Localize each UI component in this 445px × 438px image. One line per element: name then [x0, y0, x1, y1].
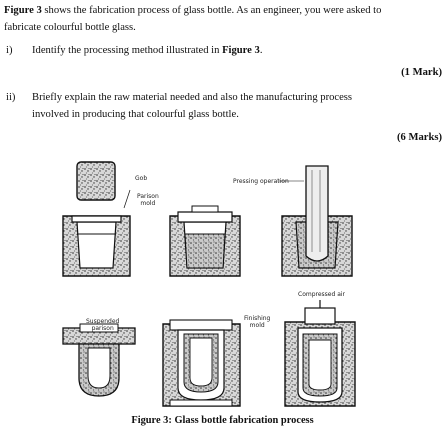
intro-paragraph: Figure 3 shows the fabrication process o… — [4, 2, 442, 36]
question-1-number: i) — [6, 45, 13, 56]
step-3-pressing — [278, 165, 353, 277]
step-2-settled — [169, 205, 241, 277]
question-2-number: ii) — [6, 92, 16, 103]
question-1-text: Identify the processing method illustrat… — [32, 45, 263, 56]
step-1-gob-drop — [62, 161, 131, 277]
blow-head — [304, 307, 336, 325]
label-compressed-air: Compressed air — [298, 291, 346, 298]
figure-caption: Figure 3: Glass bottle fabrication proce… — [131, 415, 314, 426]
figure-3: Gob Parison mold Pressing operation Susp… — [0, 156, 445, 414]
question-2-line-1: Briefly explain the raw material needed … — [32, 92, 353, 103]
label-finishing-mold: Finishing mold — [244, 315, 271, 329]
plunger-shape — [305, 165, 329, 262]
glass-bottle-diagram — [62, 161, 356, 407]
step-6-blowing — [284, 300, 356, 407]
step-5-finishing-mold — [162, 319, 241, 407]
question-2-line-2: involved in producing that colourful gla… — [32, 109, 239, 120]
step-4-suspended-parison — [62, 323, 136, 397]
question-2-text: Briefly explain the raw material needed … — [32, 89, 437, 123]
intro-line-2: fabricate colourful bottle glass. — [4, 22, 136, 33]
figure-ref: Figure 3 — [4, 5, 42, 16]
question-1-marks: (1 Mark) — [401, 67, 442, 78]
label-parison-mold: Parison mold — [137, 193, 159, 207]
parison-mold-cavity — [76, 221, 117, 269]
label-pressing-operation: Pressing operation — [233, 178, 289, 185]
intro-line-1: shows the fabrication process of glass b… — [41, 5, 382, 16]
question-2: ii) Briefly explain the raw material nee… — [6, 89, 438, 129]
gob-shape — [76, 161, 116, 201]
label-suspended-parison: Suspended parison — [86, 318, 120, 332]
question-2-marks: (6 Marks) — [396, 132, 442, 143]
label-gob: Gob — [135, 175, 148, 182]
question-1: i) Identify the processing method illust… — [6, 42, 436, 59]
